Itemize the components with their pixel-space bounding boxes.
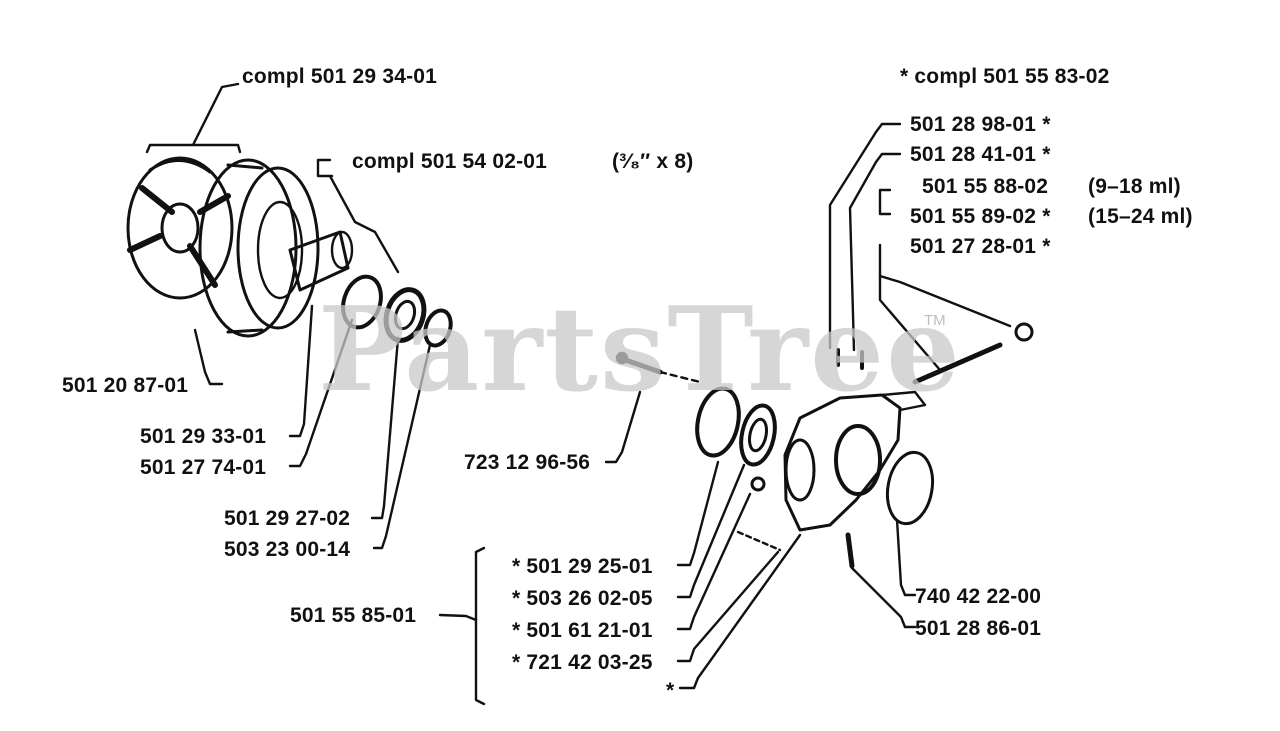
label-star: * xyxy=(666,679,675,702)
label-501-29-33-01: 501 29 33-01 xyxy=(140,425,267,448)
label-501-27-28-01: 501 27 28-01 * xyxy=(910,235,1051,258)
small-washer xyxy=(423,308,453,348)
drum-bracket xyxy=(316,158,400,274)
clutch-bracket-leader xyxy=(191,82,240,147)
label-501-55-89-02: 501 55 89-02 * xyxy=(910,205,1051,228)
label-compl-drum: compl 501 54 02-01 xyxy=(352,150,548,173)
label-501-55-85-01: 501 55 85-01 xyxy=(290,604,417,627)
clutch-assembly xyxy=(126,82,453,550)
label-compl-pump: * compl 501 55 83-02 xyxy=(900,65,1110,88)
label-503-23-00-14: 503 23 00-14 xyxy=(224,538,351,561)
label-501-29-25-01: * 501 29 25-01 xyxy=(512,555,653,578)
oil-pump-assembly xyxy=(438,122,1034,706)
label-501-55-88-02-note: (9–18 ml) xyxy=(1088,175,1181,198)
label-501-29-27-02: 501 29 27-02 xyxy=(224,507,351,530)
watermark: PartsTree xyxy=(318,282,962,418)
label-501-28-98-01: 501 28 98-01 * xyxy=(910,113,1051,136)
label-740-42-22-00: 740 42 22-00 xyxy=(915,585,1042,608)
o-ring xyxy=(885,450,935,526)
label-501-61-21-01: * 501 61 21-01 xyxy=(512,619,653,642)
label-501-20-87-01: 501 20 87-01 xyxy=(62,374,189,397)
watermark-trademark: TM xyxy=(924,312,946,329)
label-501-27-74-01: 501 27 74-01 xyxy=(140,456,267,479)
label-501-28-86-01: 501 28 86-01 xyxy=(915,617,1042,640)
label-501-55-89-02-note: (15–24 ml) xyxy=(1088,205,1193,228)
washer xyxy=(341,274,383,330)
label-compl-clutch: compl 501 29 34-01 xyxy=(242,65,438,88)
group-bracket xyxy=(474,546,486,706)
label-drum-spec: (³⁄₈″ x 8) xyxy=(612,150,694,173)
label-723-12-96-56: 723 12 96-56 xyxy=(464,451,591,474)
label-503-26-02-05: * 503 26 02-05 xyxy=(512,587,653,610)
label-501-55-88-02: 501 55 88-02 xyxy=(922,175,1049,198)
label-721-42-03-25: * 721 42 03-25 xyxy=(512,651,653,674)
label-501-28-41-01: 501 28 41-01 * xyxy=(910,143,1051,166)
